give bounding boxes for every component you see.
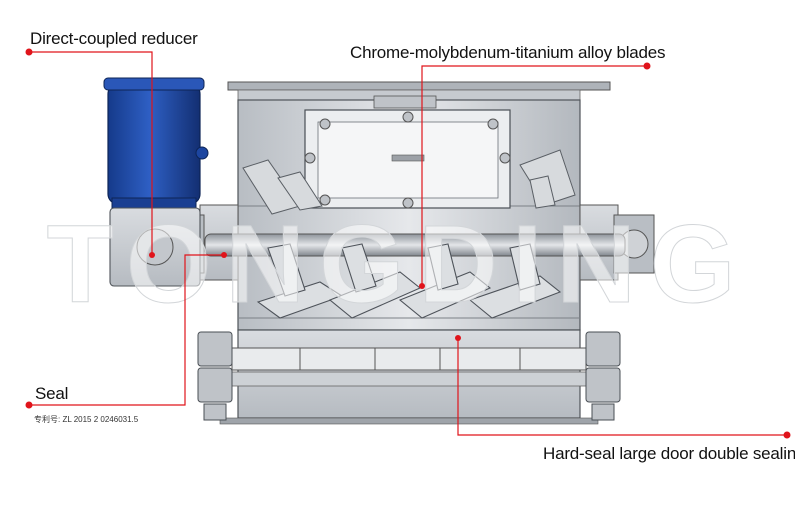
upper-blades xyxy=(242,149,576,215)
lower-blades xyxy=(256,243,562,319)
door-cylinders xyxy=(197,331,621,421)
access-door xyxy=(304,109,511,209)
patent-number: 专利号: ZL 2015 2 0246031.5 xyxy=(34,415,139,424)
reducer xyxy=(109,207,201,287)
callout-lines xyxy=(29,51,787,436)
callout-dots xyxy=(25,48,791,439)
label-seal: Seal xyxy=(35,384,69,403)
bottom-door xyxy=(219,329,599,425)
motor xyxy=(103,77,209,209)
watermark-text: TONGDING xyxy=(47,203,750,326)
label-alloy-blades: Chrome-molybdenum-titanium alloy blades xyxy=(350,43,666,62)
label-direct-coupled-reducer: Direct-coupled reducer xyxy=(30,29,198,48)
label-hard-seal-door: Hard-seal large door double sealing xyxy=(543,444,795,463)
